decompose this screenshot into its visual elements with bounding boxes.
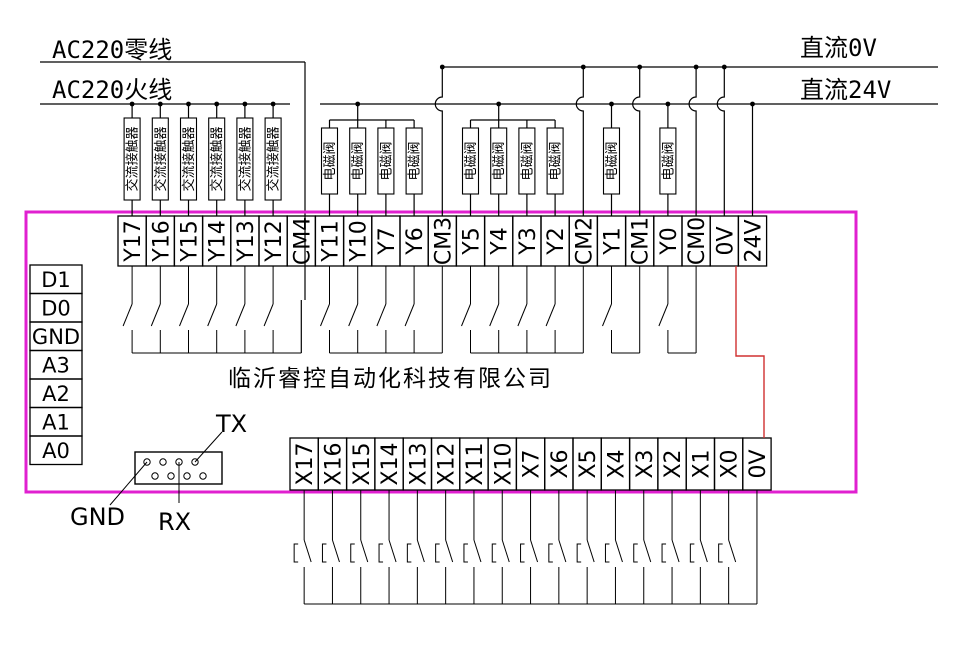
- input-terminal-label: X17: [293, 442, 318, 485]
- input-terminal-label: X0: [718, 449, 743, 478]
- ac-contactor-label: 交流接触器: [125, 126, 141, 191]
- ac-neutral-label: AC220零线: [52, 36, 172, 64]
- left-terminal-label: D0: [41, 297, 71, 321]
- input-terminal-label: X15: [350, 442, 375, 485]
- left-terminal-label: A2: [42, 382, 70, 406]
- input-terminal-label: X4: [604, 449, 629, 478]
- solenoid-valve-label: 电磁阀: [605, 141, 620, 180]
- ac-contactor-label: 交流接触器: [209, 126, 225, 191]
- input-terminal-label: X6: [548, 449, 573, 478]
- solenoid-valve-label: 电磁阀: [379, 141, 394, 180]
- output-terminal-label: Y12: [262, 220, 287, 262]
- solenoid-valve-label: 电磁阀: [323, 141, 338, 180]
- rx-label: RX: [158, 508, 191, 536]
- input-terminal-label: X10: [491, 442, 516, 485]
- input-terminal-label: X3: [633, 449, 658, 478]
- input-terminal-label: X12: [435, 442, 460, 485]
- ac-contactor-label: 交流接触器: [266, 126, 282, 191]
- input-terminal-label: X7: [520, 449, 545, 478]
- output-terminal-label: CM0: [685, 217, 710, 265]
- communication-port: [109, 431, 223, 506]
- output-terminal-label: Y5: [460, 227, 485, 255]
- solenoid-valve-label: 电磁阀: [351, 141, 366, 180]
- left-terminal-cell: [29, 435, 83, 466]
- solenoid-valve-label: 电磁阀: [520, 141, 535, 180]
- left-terminal-label: A0: [42, 439, 70, 463]
- ac-contactor-label: 交流接触器: [153, 126, 169, 191]
- tx-label: TX: [215, 410, 247, 438]
- load-devices: 交流接触器交流接触器交流接触器交流接触器交流接触器交流接触器电磁阀电磁阀电磁阀电…: [123, 64, 755, 353]
- output-terminal-label: Y15: [178, 220, 203, 262]
- input-terminal-label: X1: [689, 449, 714, 478]
- solenoid-valve-label: 电磁阀: [549, 141, 564, 180]
- output-terminal-label: Y7: [375, 227, 400, 255]
- input-switches: [293, 490, 758, 605]
- ac-contactor-label: 交流接触器: [237, 126, 253, 191]
- company-name: 临沂睿控自动化科技有限公司: [228, 366, 553, 392]
- plc-board-outline: [24, 210, 858, 494]
- ac-contactor-label: 交流接触器: [181, 126, 197, 191]
- output-terminal-label: CM4: [290, 217, 315, 265]
- input-terminal-label: 0V: [746, 449, 771, 478]
- left-terminal-label: A3: [42, 354, 70, 378]
- input-terminal-label: X2: [661, 449, 686, 478]
- dc-0v-label: 直流0V: [800, 34, 877, 62]
- output-terminal-label: Y3: [516, 227, 541, 255]
- gnd-label: GND: [70, 503, 125, 531]
- solenoid-valve-label: 电磁阀: [661, 141, 676, 180]
- output-terminal-label: Y10: [347, 220, 372, 262]
- output-terminal-label: CM1: [629, 217, 654, 265]
- dc-24v-label: 直流24V: [800, 76, 891, 104]
- output-terminal-label: Y6: [403, 227, 428, 255]
- output-terminal-label: Y17: [121, 220, 146, 262]
- output-terminal-label: Y2: [544, 227, 569, 255]
- output-terminal-label: Y4: [488, 227, 513, 255]
- output-terminal-label: CM3: [431, 217, 456, 265]
- input-terminal-label: X11: [463, 442, 488, 485]
- output-terminal-label: Y1: [601, 227, 626, 255]
- left-terminal-label: GND: [32, 325, 80, 349]
- solenoid-valve-label: 电磁阀: [492, 141, 507, 180]
- left-terminal-label: D1: [41, 268, 71, 292]
- power-rails: [40, 61, 938, 300]
- zero-volt-link: [735, 266, 765, 438]
- input-terminal-label: X13: [406, 442, 431, 485]
- output-terminal-label: 24V: [742, 219, 767, 262]
- ac-live-label: AC220火线: [52, 76, 172, 104]
- solenoid-valve-label: 电磁阀: [408, 141, 423, 180]
- output-terminal-label: 0V: [713, 226, 738, 255]
- output-terminal-label: Y0: [657, 227, 682, 255]
- solenoid-valve-label: 电磁阀: [464, 141, 479, 180]
- output-terminal-label: Y13: [234, 220, 259, 262]
- input-terminal-label: X5: [576, 449, 601, 478]
- input-terminal-label: X16: [321, 442, 346, 485]
- output-terminal-label: Y16: [149, 220, 174, 262]
- output-terminal-label: CM2: [572, 217, 597, 265]
- output-switches: [122, 266, 697, 354]
- input-terminal-label: X14: [378, 442, 403, 485]
- output-terminal-label: Y14: [206, 220, 231, 262]
- output-terminal-label: Y11: [319, 220, 344, 262]
- left-terminal-label: A1: [42, 411, 70, 435]
